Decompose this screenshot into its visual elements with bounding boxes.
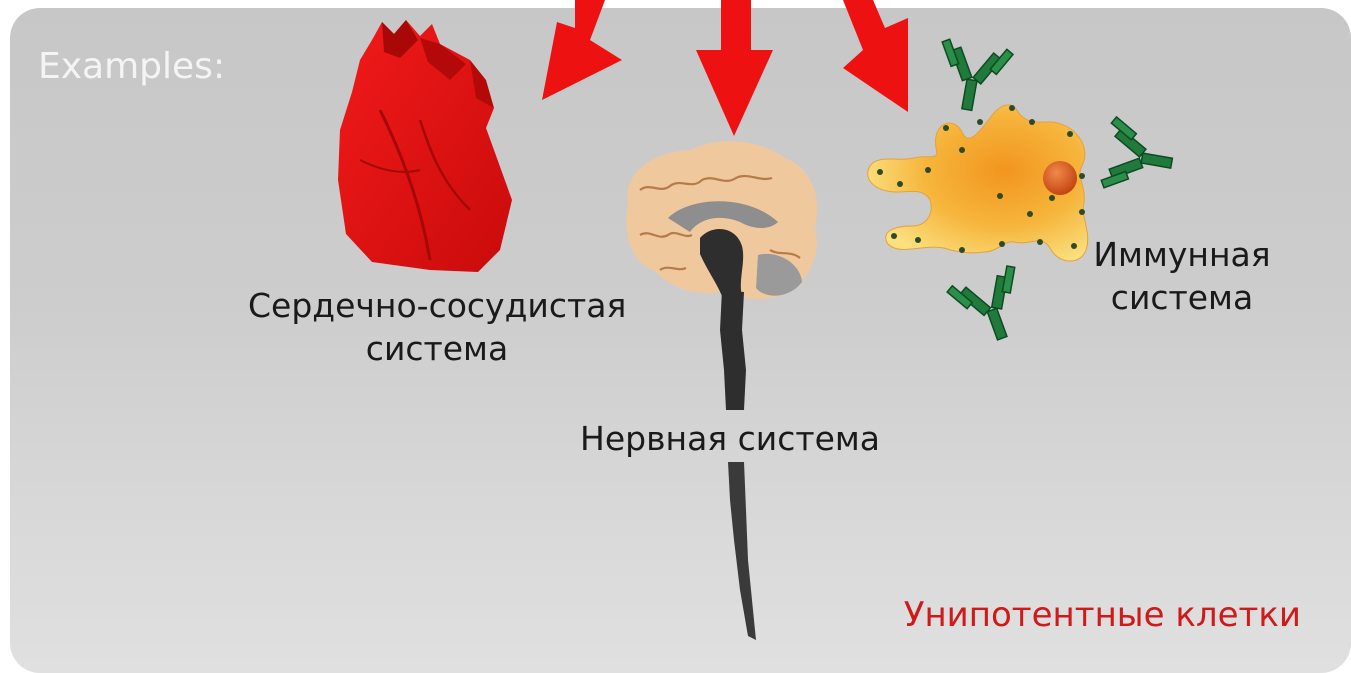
unipotent-cells-label: Унипотентные клетки (904, 595, 1301, 635)
antibody-icon (931, 38, 1013, 116)
heart-icon (338, 20, 512, 272)
nervous-label: Нервная система (580, 417, 880, 460)
immune-cell-icon (868, 105, 1088, 261)
immune-label-line1: Иммунная (1082, 233, 1282, 276)
antibody-icon (946, 264, 1036, 351)
arrow-right (843, 0, 908, 112)
cardio-label-line1: Сердечно-сосудистая (248, 284, 626, 327)
cardio-label-line2: система (248, 327, 626, 370)
arrow-left (542, 0, 622, 100)
arrow-center (696, 0, 773, 136)
immune-label-line2: система (1082, 276, 1282, 319)
cardio-label: Сердечно-сосудистая система (248, 284, 626, 370)
examples-heading: Examples: (38, 46, 225, 87)
immune-label: Иммунная система (1082, 233, 1282, 319)
spinal-cord (720, 290, 756, 640)
brain-icon (626, 141, 817, 299)
antibody-icon (1100, 116, 1178, 198)
